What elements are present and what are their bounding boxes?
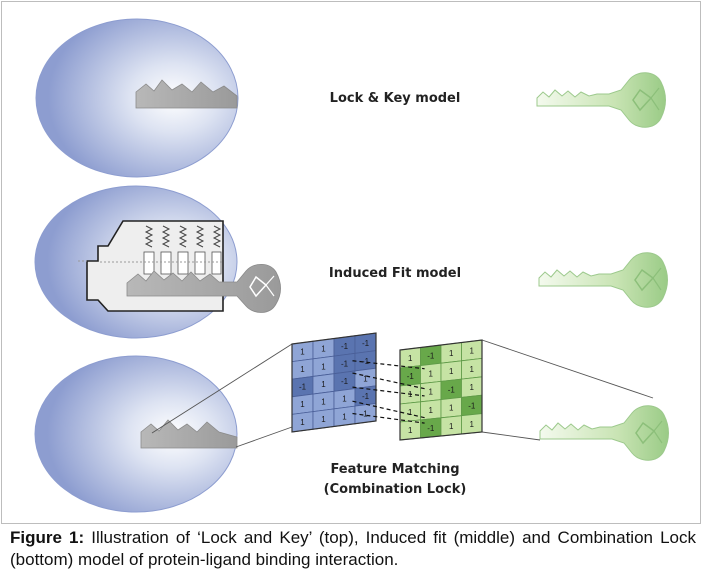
- left-matrix-cell-value: -1: [362, 357, 370, 366]
- lock-pins-middle: [144, 225, 222, 248]
- right-matrix-cell-value: 1: [470, 365, 475, 374]
- left-matrix-cell-value: -1: [341, 342, 349, 351]
- right-matrix-cell-value: 1: [449, 367, 454, 376]
- feature-link-line: [352, 412, 425, 424]
- right-matrix-cell-value: 1: [470, 346, 475, 355]
- label-feature-matching-1: Feature Matching: [330, 462, 460, 477]
- right-matrix-cell-value: -1: [427, 424, 435, 433]
- feature-links: [352, 360, 425, 424]
- green-key-middle: [538, 251, 669, 309]
- left-matrix-cell-value: 1: [300, 365, 305, 374]
- left-matrix-cell-value: 1: [363, 374, 368, 383]
- left-matrix-cell-value: 1: [300, 347, 305, 356]
- left-matrix-cell-value: 1: [300, 418, 305, 427]
- key-in-lock-top: [135, 79, 238, 109]
- left-matrix-cell-value: 1: [321, 397, 326, 406]
- right-matrix-cell-value: 1: [429, 406, 434, 415]
- left-matrix-cell-value: 1: [342, 412, 347, 421]
- feature-matrix-left: 1 1 -1 -1 1 1 -1 -1 -1 1 -1 1 1 1 1 -1 1 1 1 1: [291, 332, 377, 433]
- right-matrix-cell-value: 1: [470, 383, 475, 392]
- left-matrix-cell-value: 1: [363, 410, 368, 419]
- right-matrix-cell-value: 1: [449, 404, 454, 413]
- zoom-lines: [151, 339, 654, 448]
- lock-body-bottom: [34, 355, 238, 513]
- green-key-bottom: [539, 404, 670, 462]
- right-matrix-cell-value: 1: [408, 426, 413, 435]
- label-feature-matching-2: (Combination Lock): [323, 482, 467, 497]
- right-matrix-cell-value: 1: [449, 349, 454, 358]
- left-matrix-cell-value: 1: [321, 362, 326, 371]
- green-key-top: [536, 71, 667, 129]
- right-matrix-cell-value: 1: [408, 408, 413, 417]
- left-matrix-cell-value: -1: [341, 377, 349, 386]
- left-matrix-cell-value: 1: [321, 380, 326, 389]
- feature-link-line: [352, 400, 425, 419]
- label-lock-key: Lock & Key model: [329, 91, 461, 106]
- right-matrix-cell-value: -1: [448, 385, 456, 394]
- left-matrix-cell-value: -1: [362, 339, 370, 348]
- right-matrix-cell-value: -1: [427, 351, 435, 360]
- right-matrix-cell-value: 1: [408, 354, 413, 363]
- caption-text: Illustration of ‘Lock and Key’ (top), In…: [10, 528, 696, 569]
- left-matrix-cell-value: -1: [362, 392, 370, 401]
- figure-frame: [1, 1, 701, 524]
- caption-prefix: Figure 1:: [10, 528, 85, 547]
- feature-link-line: [352, 360, 425, 370]
- right-matrix-cell-value: -1: [407, 372, 415, 381]
- label-induced-fit: Induced Fit model: [328, 266, 462, 281]
- right-matrix-cell-value: -1: [468, 401, 476, 410]
- right-matrix-cell-value: 1: [470, 420, 475, 429]
- left-matrix-border: [291, 332, 377, 433]
- figure-caption: Figure 1: Illustration of ‘Lock and Key’…: [10, 527, 696, 571]
- feature-link-line: [352, 372, 425, 390]
- left-matrix-cell-value: 1: [300, 400, 305, 409]
- left-matrix-cell-value: 1: [321, 345, 326, 354]
- key-in-lock-bottom: [140, 419, 238, 449]
- left-matrix-cell-value: 1: [342, 395, 347, 404]
- right-matrix-cell-value: 1: [449, 422, 454, 431]
- key-in-lock-middle: [126, 263, 281, 313]
- feature-link-line: [352, 386, 425, 397]
- left-matrix-cell-value: -1: [299, 383, 307, 392]
- left-matrix-cell-value: 1: [321, 415, 326, 424]
- right-matrix-border: [399, 339, 483, 441]
- left-matrix-cell-value: -1: [341, 360, 349, 369]
- right-matrix-cell-value: 1: [429, 369, 434, 378]
- right-matrix-cell-value: 1: [429, 388, 434, 397]
